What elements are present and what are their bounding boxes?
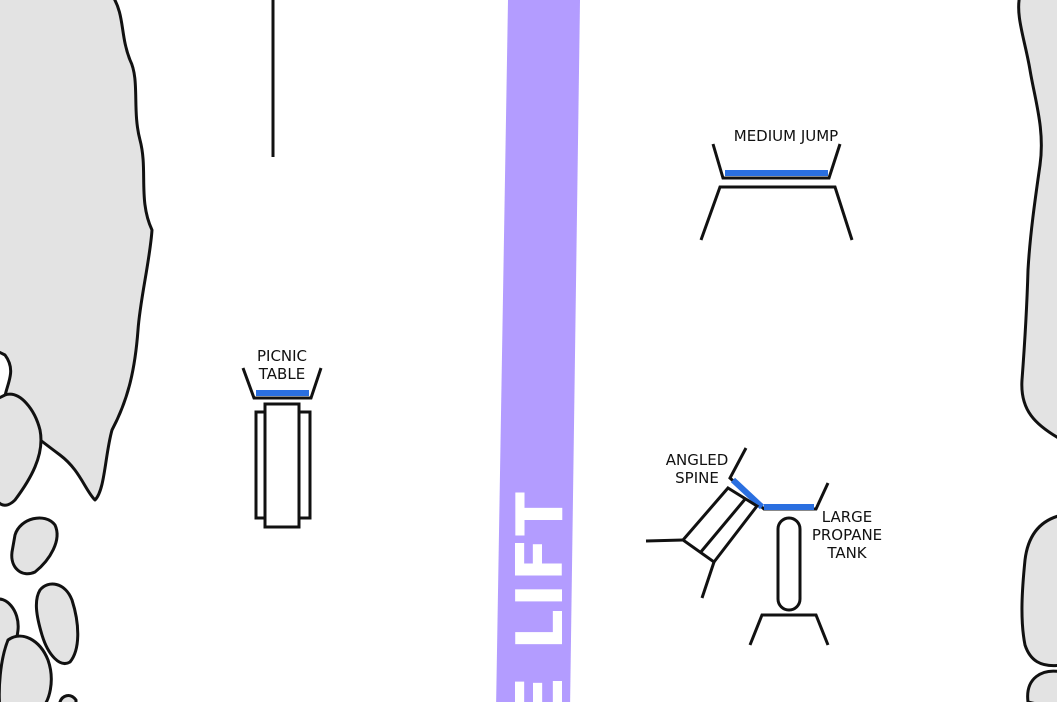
tree-island-2 [10, 516, 59, 576]
right-tree-area [1017, 0, 1057, 439]
tree-island-3 [34, 582, 80, 665]
medium-jump-label: MEDIUM JUMP [733, 127, 839, 145]
large-propane-tank-feature[interactable] [748, 516, 830, 646]
right-tree-island [1026, 669, 1057, 702]
lift-label: E LIFT [504, 490, 578, 720]
tree-island-5 [0, 634, 53, 702]
right-tree-area-lower [1020, 514, 1057, 668]
large-propane-tank-label: LARGE PROPANE TANK [811, 508, 883, 562]
angled-spine-feature[interactable] [645, 447, 830, 599]
tree-island-1 [0, 392, 43, 507]
angled-spine-label: ANGLED SPINE [665, 451, 729, 487]
lift-line[interactable] [496, 0, 580, 702]
terrain-park-map [0, 0, 1057, 702]
tree-island-6 [58, 694, 78, 702]
medium-jump-feature[interactable] [699, 143, 854, 241]
picnic-table-feature[interactable] [241, 367, 323, 529]
picnic-table-label: PICNIC TABLE [256, 347, 308, 383]
